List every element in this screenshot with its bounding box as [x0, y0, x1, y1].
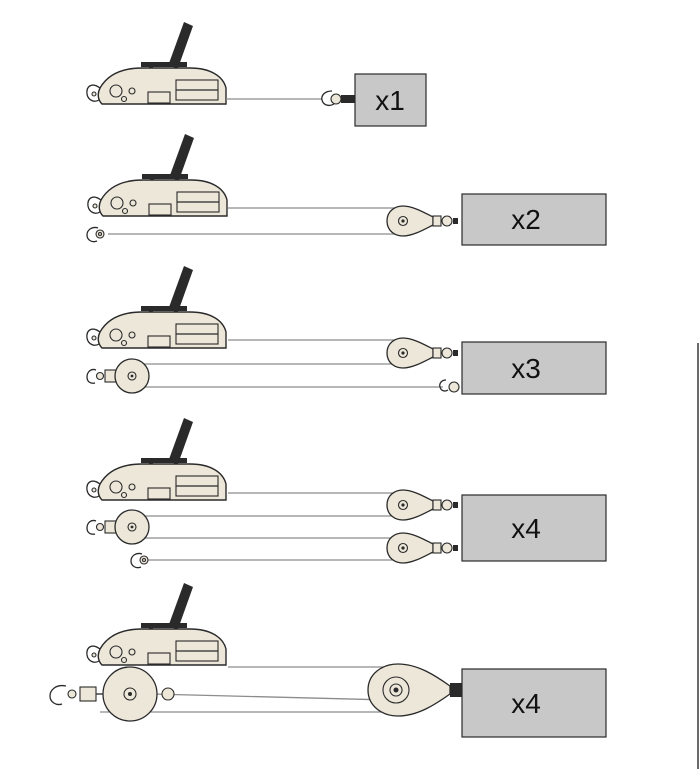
- large-anchor-pulley: [49, 666, 175, 722]
- rope-end-hook: [439, 379, 460, 393]
- hand-winch: [86, 265, 227, 349]
- configuration-x3: x3: [86, 265, 607, 395]
- anchor-hook: [86, 226, 105, 243]
- configuration-x2: x2: [86, 133, 607, 246]
- wire-rope: [151, 693, 391, 701]
- load-label: x4: [511, 513, 541, 544]
- load-block: [461, 193, 607, 246]
- snatch-block: [386, 205, 459, 237]
- snatch-block: [386, 489, 459, 521]
- load-hook: [321, 90, 355, 107]
- load-label: x4: [511, 688, 541, 719]
- snatch-block: [386, 532, 459, 564]
- anchor-hook: [130, 552, 149, 569]
- load-label: x2: [511, 204, 541, 235]
- configuration-x1: x1: [86, 21, 427, 127]
- load-block: [354, 73, 427, 127]
- load-label: x3: [511, 353, 541, 384]
- large-snatch-block: [367, 663, 463, 717]
- hand-winch: [87, 133, 228, 217]
- snatch-block: [386, 337, 459, 369]
- anchor-pulley: [86, 358, 150, 394]
- hand-winch: [86, 417, 227, 501]
- hand-winch: [86, 21, 227, 105]
- hand-winch: [86, 582, 227, 666]
- load-label: x1: [375, 85, 405, 116]
- configuration-x4-blocks: x4: [86, 417, 607, 569]
- anchor-pulley: [86, 509, 150, 545]
- load-block: [461, 341, 607, 395]
- configuration-x4-compound: x4: [49, 582, 607, 738]
- load-block: [461, 668, 607, 738]
- load-block: [461, 494, 607, 562]
